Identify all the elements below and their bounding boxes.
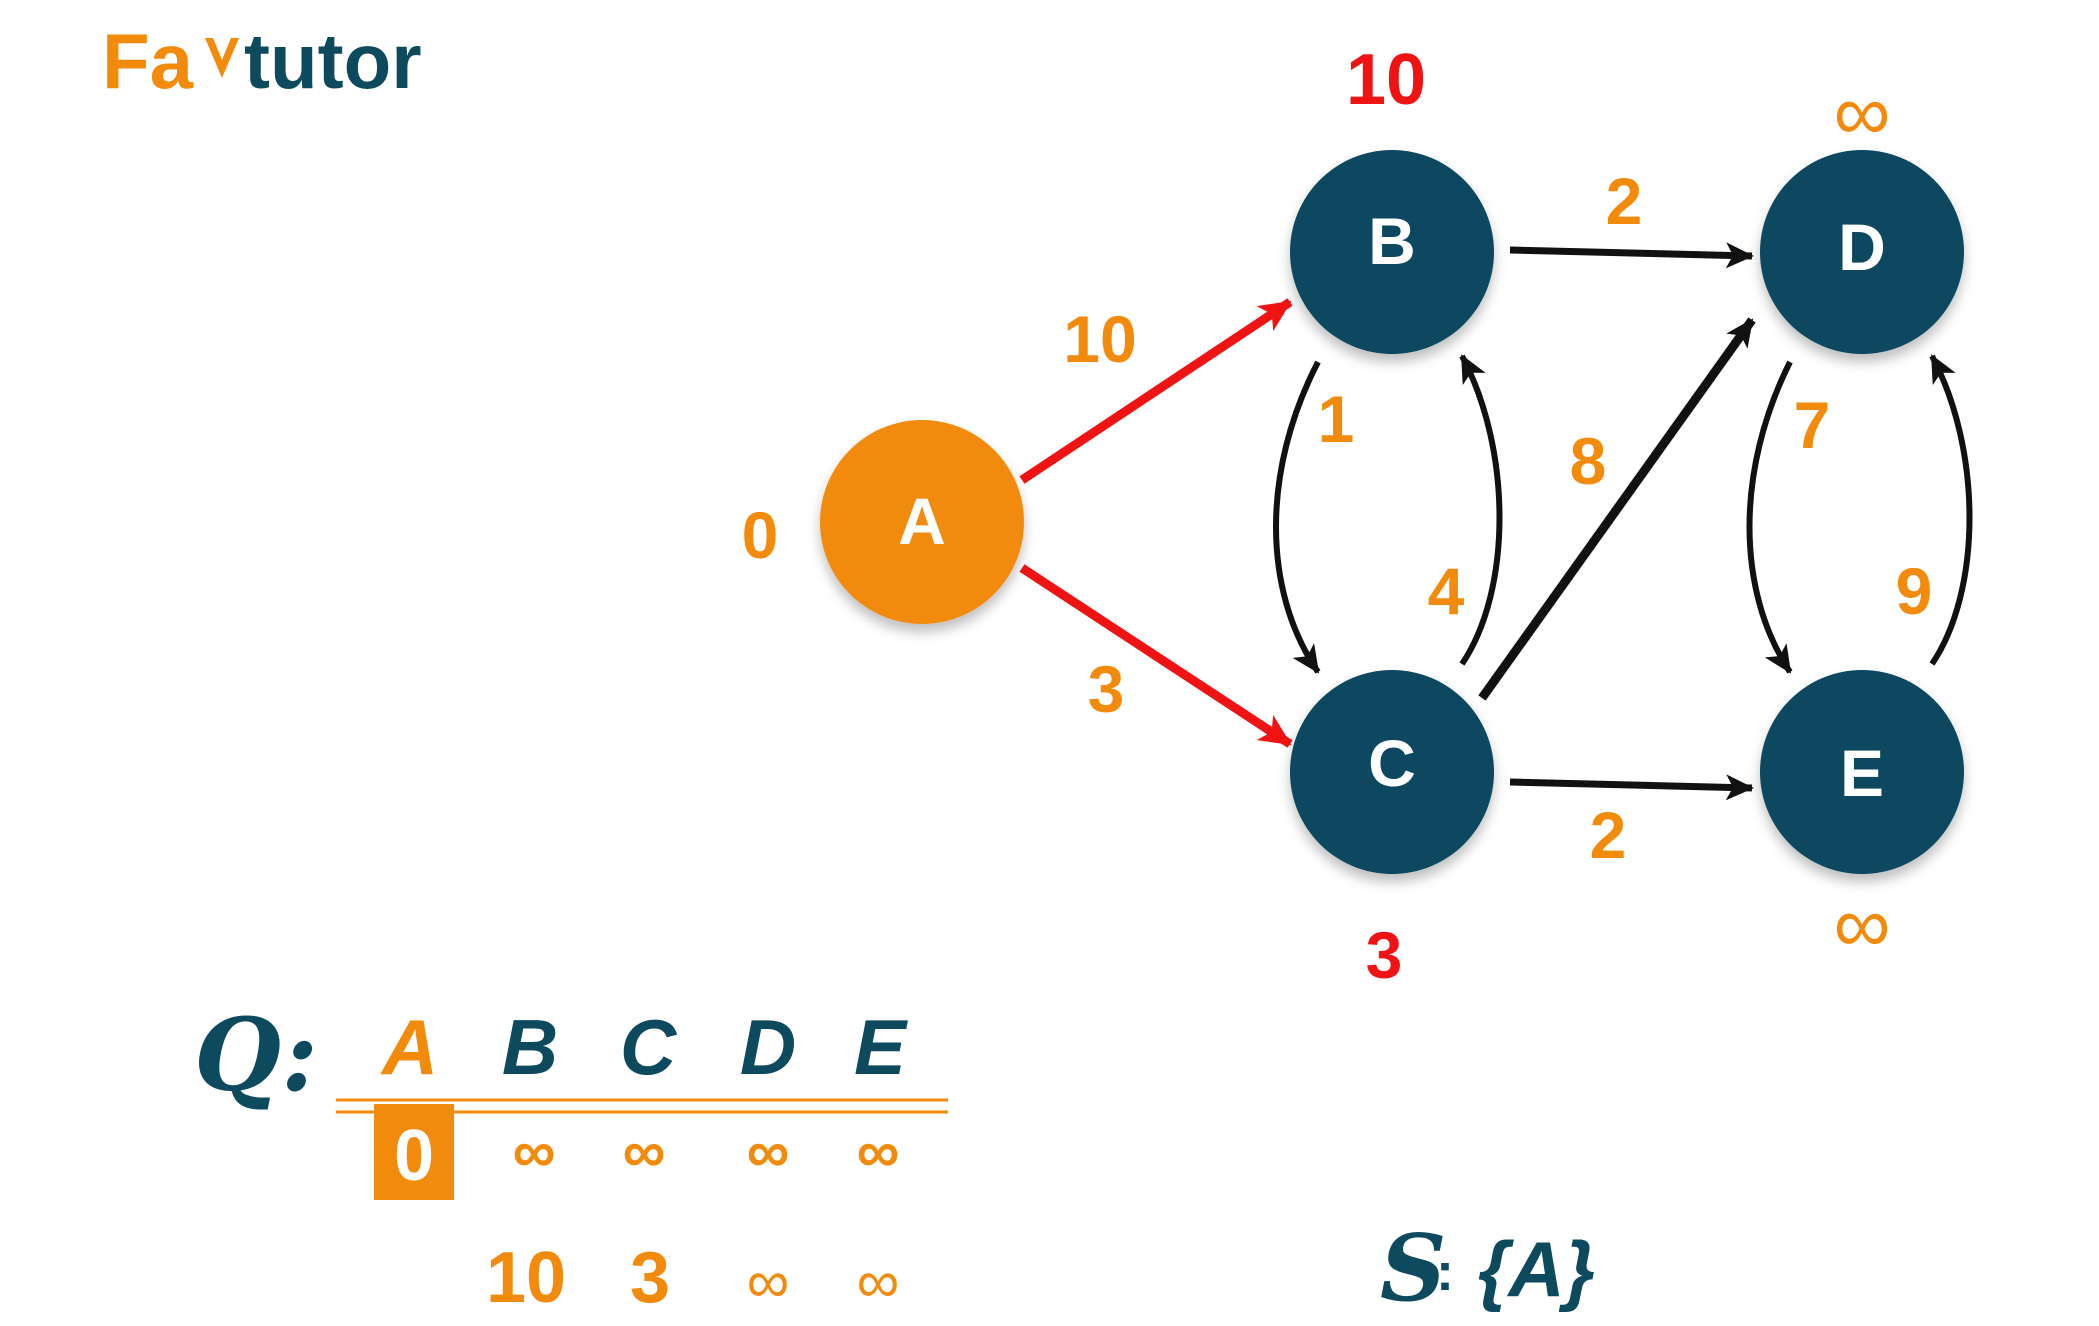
- node-distances: 0 10 3 ∞ ∞: [742, 40, 1891, 992]
- queue-row1-a: 0: [394, 1116, 434, 1196]
- queue-row2-c: 3: [630, 1238, 670, 1318]
- queue-row1-c: ∞: [623, 1118, 666, 1185]
- weight-c-b: 4: [1428, 554, 1465, 628]
- set-s-label: S: [1380, 1214, 1446, 1322]
- edge-b-c: [1273, 360, 1321, 674]
- queue-header-c: C: [620, 1003, 678, 1091]
- queue-label: Q:: [194, 996, 318, 1114]
- favtutor-logo: Fa tutor: [102, 17, 422, 105]
- edge-b-d: [1509, 242, 1754, 269]
- weight-c-e: 2: [1590, 798, 1627, 872]
- node-b-label: B: [1368, 204, 1416, 278]
- queue-row2-b: 10: [486, 1238, 566, 1318]
- node-a: A: [820, 420, 1024, 624]
- node-b: B: [1290, 150, 1494, 354]
- svg-text:Fa: Fa: [102, 17, 194, 105]
- node-c-label: C: [1368, 726, 1416, 800]
- queue-row1-d: ∞: [747, 1118, 790, 1185]
- queue-header-e: E: [854, 1003, 908, 1091]
- edge-d-e: [1746, 360, 1793, 674]
- queue-header-d: D: [740, 1003, 796, 1091]
- node-d-label: D: [1838, 210, 1886, 284]
- node-a-label: A: [898, 484, 946, 558]
- edge-weights: 10 3 1 4 2 8 2 7 9: [1063, 164, 1932, 872]
- weight-a-c: 3: [1088, 652, 1125, 726]
- queue-row1-e: ∞: [857, 1118, 900, 1185]
- edges: [1019, 242, 1973, 801]
- queue-header-a: A: [380, 1003, 438, 1091]
- node-e: E: [1760, 670, 1964, 874]
- logo-part-tutor: tutor: [244, 17, 422, 105]
- nodes: A B C D E: [820, 150, 1964, 874]
- edge-e-d: [1929, 354, 1973, 666]
- queue-current-highlight: [374, 1104, 454, 1200]
- node-d: D: [1760, 150, 1964, 354]
- weight-b-c: 1: [1318, 382, 1355, 456]
- weight-c-d: 8: [1570, 424, 1607, 498]
- distance-d: ∞: [1833, 68, 1890, 157]
- queue-row2-d: ∞: [747, 1248, 790, 1315]
- distance-c: 3: [1366, 918, 1403, 992]
- visited-set: S : {A}: [1380, 1214, 1595, 1322]
- distance-a: 0: [742, 498, 779, 572]
- set-s-colon: :: [1436, 1242, 1454, 1302]
- queue-table: Q: A B C D E 0 ∞ ∞ ∞ ∞ 10 3 ∞ ∞: [194, 996, 948, 1318]
- set-s-content: {A}: [1478, 1225, 1595, 1313]
- node-e-label: E: [1840, 736, 1884, 810]
- edge-a-b: [1019, 298, 1293, 484]
- weight-d-e: 7: [1794, 388, 1831, 462]
- edge-c-e: [1509, 774, 1754, 801]
- logo-heart-mark: [205, 38, 239, 78]
- queue-row1-b: ∞: [513, 1118, 556, 1185]
- queue-header-b: B: [502, 1003, 558, 1091]
- queue-row2-e: ∞: [857, 1248, 900, 1315]
- edge-c-b: [1459, 354, 1503, 666]
- distance-e: ∞: [1833, 880, 1890, 969]
- edge-c-d: [1478, 317, 1756, 701]
- logo-part-fa: Fa: [102, 17, 194, 105]
- distance-b: 10: [1346, 40, 1426, 120]
- weight-a-b: 10: [1063, 302, 1136, 376]
- weight-e-d: 9: [1896, 554, 1933, 628]
- node-c: C: [1290, 670, 1494, 874]
- weight-b-d: 2: [1606, 164, 1643, 238]
- svg-text:tutor: tutor: [244, 17, 422, 105]
- edge-a-c: [1019, 564, 1293, 748]
